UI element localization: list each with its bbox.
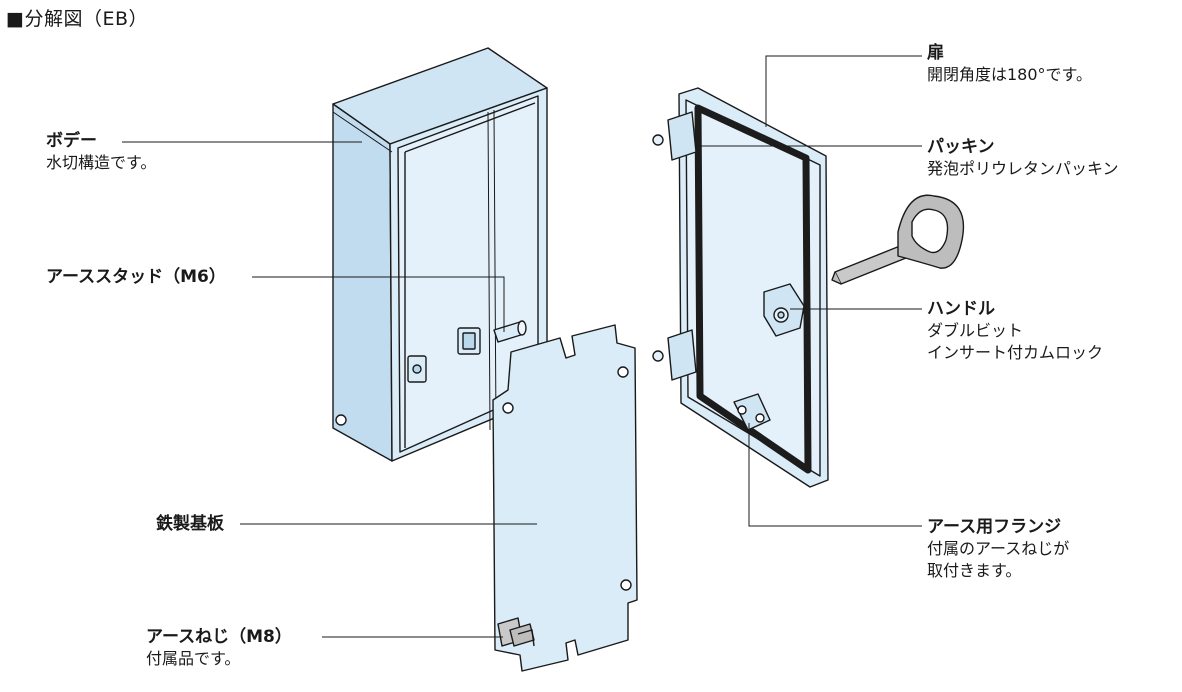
page-title: ■分解図（EB） xyxy=(6,8,148,30)
label-flange: アース用フランジ 付属のアースねじが 取付きます。 xyxy=(927,516,1069,582)
label-flange-sub1: 付属のアースねじが xyxy=(927,539,1070,558)
leader-door xyxy=(765,55,922,127)
label-packing-sub: 発泡ポリウレタンパッキン xyxy=(927,159,1119,178)
label-flange-sub2: 取付きます。 xyxy=(927,561,1022,580)
enclosure-door xyxy=(652,87,829,488)
label-flange-heading: アース用フランジ xyxy=(927,517,1062,537)
label-handle-sub2: インサート付カムロック xyxy=(927,343,1104,362)
label-plate-heading: 鉄製基板 xyxy=(156,514,224,534)
label-door: 扉 開閉角度は180°です。 xyxy=(927,42,1092,86)
iron-mounting-plate xyxy=(492,324,638,672)
label-door-heading: 扉 xyxy=(927,43,944,63)
label-packing: パッキン 発泡ポリウレタンパッキン xyxy=(927,136,1119,180)
label-body-heading: ボデー xyxy=(46,131,97,151)
label-screw-sub: 付属品です。 xyxy=(146,649,241,668)
label-screw: アースねじ（M8） 付属品です。 xyxy=(146,626,292,670)
label-handle-sub1: ダブルビット xyxy=(927,321,1024,340)
label-body-sub: 水切構造です。 xyxy=(46,153,157,172)
leader-stud xyxy=(252,276,505,332)
label-handle: ハンドル ダブルビット インサート付カムロック xyxy=(927,298,1103,364)
handle-key xyxy=(831,194,965,285)
label-packing-heading: パッキン xyxy=(927,137,995,157)
label-plate: 鉄製基板 xyxy=(156,513,224,535)
label-door-sub: 開閉角度は180°です。 xyxy=(927,65,1092,84)
label-handle-heading: ハンドル xyxy=(927,299,995,319)
label-screw-heading: アースねじ（M8） xyxy=(146,627,292,647)
label-stud-heading: アーススタッド（M6） xyxy=(46,267,226,287)
label-body: ボデー 水切構造です。 xyxy=(46,130,156,174)
leader-flange xyxy=(748,423,922,527)
label-stud: アーススタッド（M6） xyxy=(46,266,226,288)
